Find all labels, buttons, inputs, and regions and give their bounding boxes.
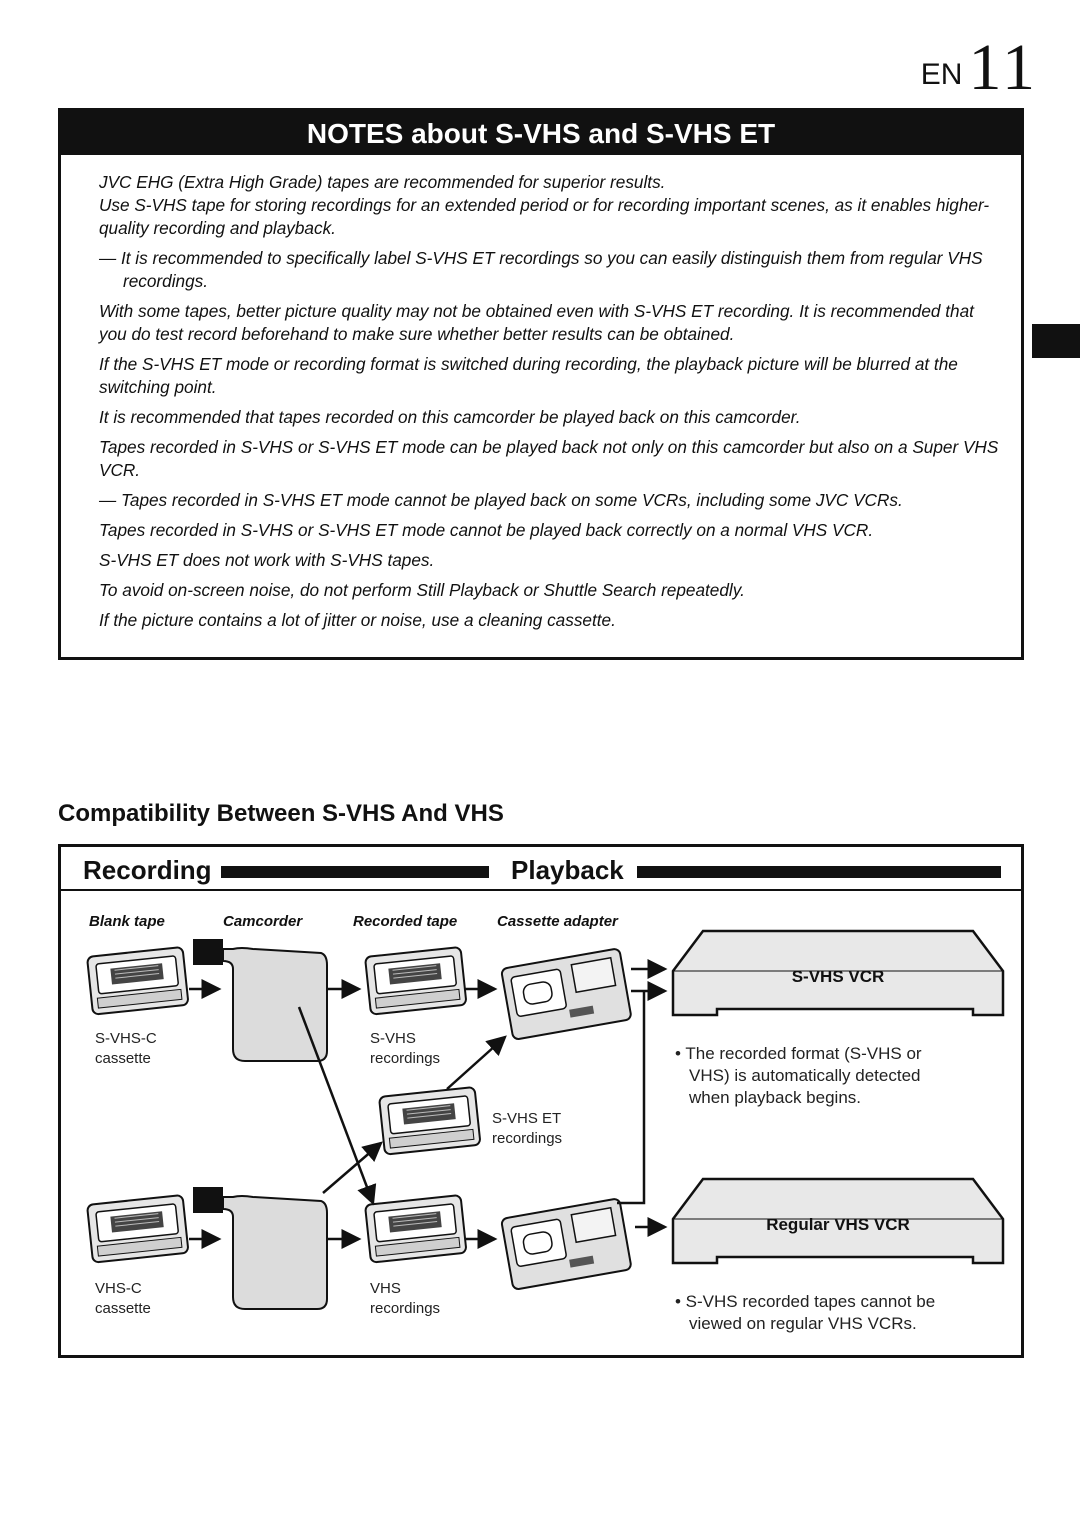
section-tab-marker [1032, 324, 1080, 358]
svhs-camcorder-icon [192, 938, 328, 1062]
recording-header-bar [221, 866, 489, 878]
note-item: JVC EHG (Extra High Grade) tapes are rec… [99, 172, 666, 192]
notes-body: JVC EHG (Extra High Grade) tapes are rec… [61, 155, 1021, 632]
caption-svhs-rec-2: recordings [370, 1050, 441, 1067]
svhs-et-tape-icon [378, 1085, 482, 1156]
vhs-recorded-tape-icon [364, 1193, 468, 1264]
caption-vhs-rec-2: recordings [370, 1300, 441, 1317]
page-number-value: 11 [968, 31, 1038, 104]
note-item: If the S-VHS ET mode or recording format… [99, 354, 958, 397]
svhs-recorded-tape-icon [364, 945, 468, 1016]
caption-vhs-c-1: VHS-C [95, 1280, 142, 1297]
header-divider [61, 889, 1021, 891]
vhs-camcorder-icon [192, 1186, 328, 1310]
notes-title: NOTES about S-VHS and S-VHS ET [61, 111, 1021, 155]
note-item: Use S-VHS tape for storing recordings fo… [99, 195, 990, 238]
compatibility-title: Compatibility Between S-VHS And VHS [58, 800, 504, 827]
adapter-to-svhs-vcr-connector [617, 991, 646, 1205]
caption-svhs-et-2: recordings [492, 1130, 563, 1147]
playback-header: Playback [511, 855, 624, 885]
note-item: To avoid on-screen noise, do not perform… [99, 580, 745, 600]
note-item: With some tapes, better picture quality … [99, 301, 974, 344]
col-label-blank-tape: Blank tape [89, 913, 165, 930]
notes-box: NOTES about S-VHS and S-VHS ET JVC EHG (… [58, 108, 1024, 660]
caption-svhs-c-1: S-VHS-C [95, 1030, 157, 1047]
cassette-adapter-icon-2 [500, 1197, 633, 1291]
note-item: If the picture contains a lot of jitter … [99, 610, 616, 630]
note-item: — It is recommended to specifically labe… [99, 248, 983, 291]
recording-header: Recording [83, 855, 212, 885]
svhs-vcr-note-1: • The recorded format (S-VHS or [675, 1044, 922, 1063]
flow-arrows [189, 959, 668, 1249]
caption-svhs-et-1: S-VHS ET [492, 1110, 562, 1127]
svhs-vcr-label: S-VHS VCR [791, 967, 885, 986]
vhs-c-cassette-icon [86, 1193, 190, 1264]
note-item: Tapes recorded in S-VHS or S-VHS ET mode… [99, 437, 999, 480]
svhs-vcr-note-2: VHS) is automatically detected [689, 1066, 921, 1085]
note-item: Tapes recorded in S-VHS or S-VHS ET mode… [99, 520, 874, 540]
note-item: — Tapes recorded in S-VHS ET mode cannot… [99, 490, 903, 510]
note-item: It is recommended that tapes recorded on… [99, 407, 801, 427]
caption-vhs-rec-1: VHS [370, 1280, 401, 1297]
col-label-cassette-adapter: Cassette adapter [497, 913, 618, 930]
col-label-recorded-tape: Recorded tape [353, 913, 458, 930]
playback-header-bar [637, 866, 1001, 878]
note-item: S-VHS ET does not work with S-VHS tapes. [99, 550, 435, 570]
compatibility-flow-diagram [86, 929, 1005, 1310]
svhs-vcr-note-3: when playback begins. [689, 1088, 862, 1107]
svhs-c-cassette-icon [86, 945, 190, 1016]
regular-vhs-vcr-label: Regular VHS VCR [766, 1215, 910, 1234]
col-label-camcorder: Camcorder [223, 913, 303, 930]
caption-svhs-c-2: cassette [95, 1050, 151, 1067]
caption-vhs-c-2: cassette [95, 1300, 151, 1317]
vhs-vcr-note-1: • S-VHS recorded tapes cannot be [675, 1292, 936, 1311]
page-number-prefix: EN [920, 58, 963, 91]
vhs-vcr-note-2: viewed on regular VHS VCRs. [689, 1314, 917, 1333]
compatibility-diagram: Recording Playback Blank tape Camcorder … [58, 844, 1024, 1358]
cassette-adapter-icon [500, 947, 633, 1041]
caption-svhs-rec-1: S-VHS [370, 1030, 416, 1047]
page-number: EN 11 [920, 31, 1038, 104]
